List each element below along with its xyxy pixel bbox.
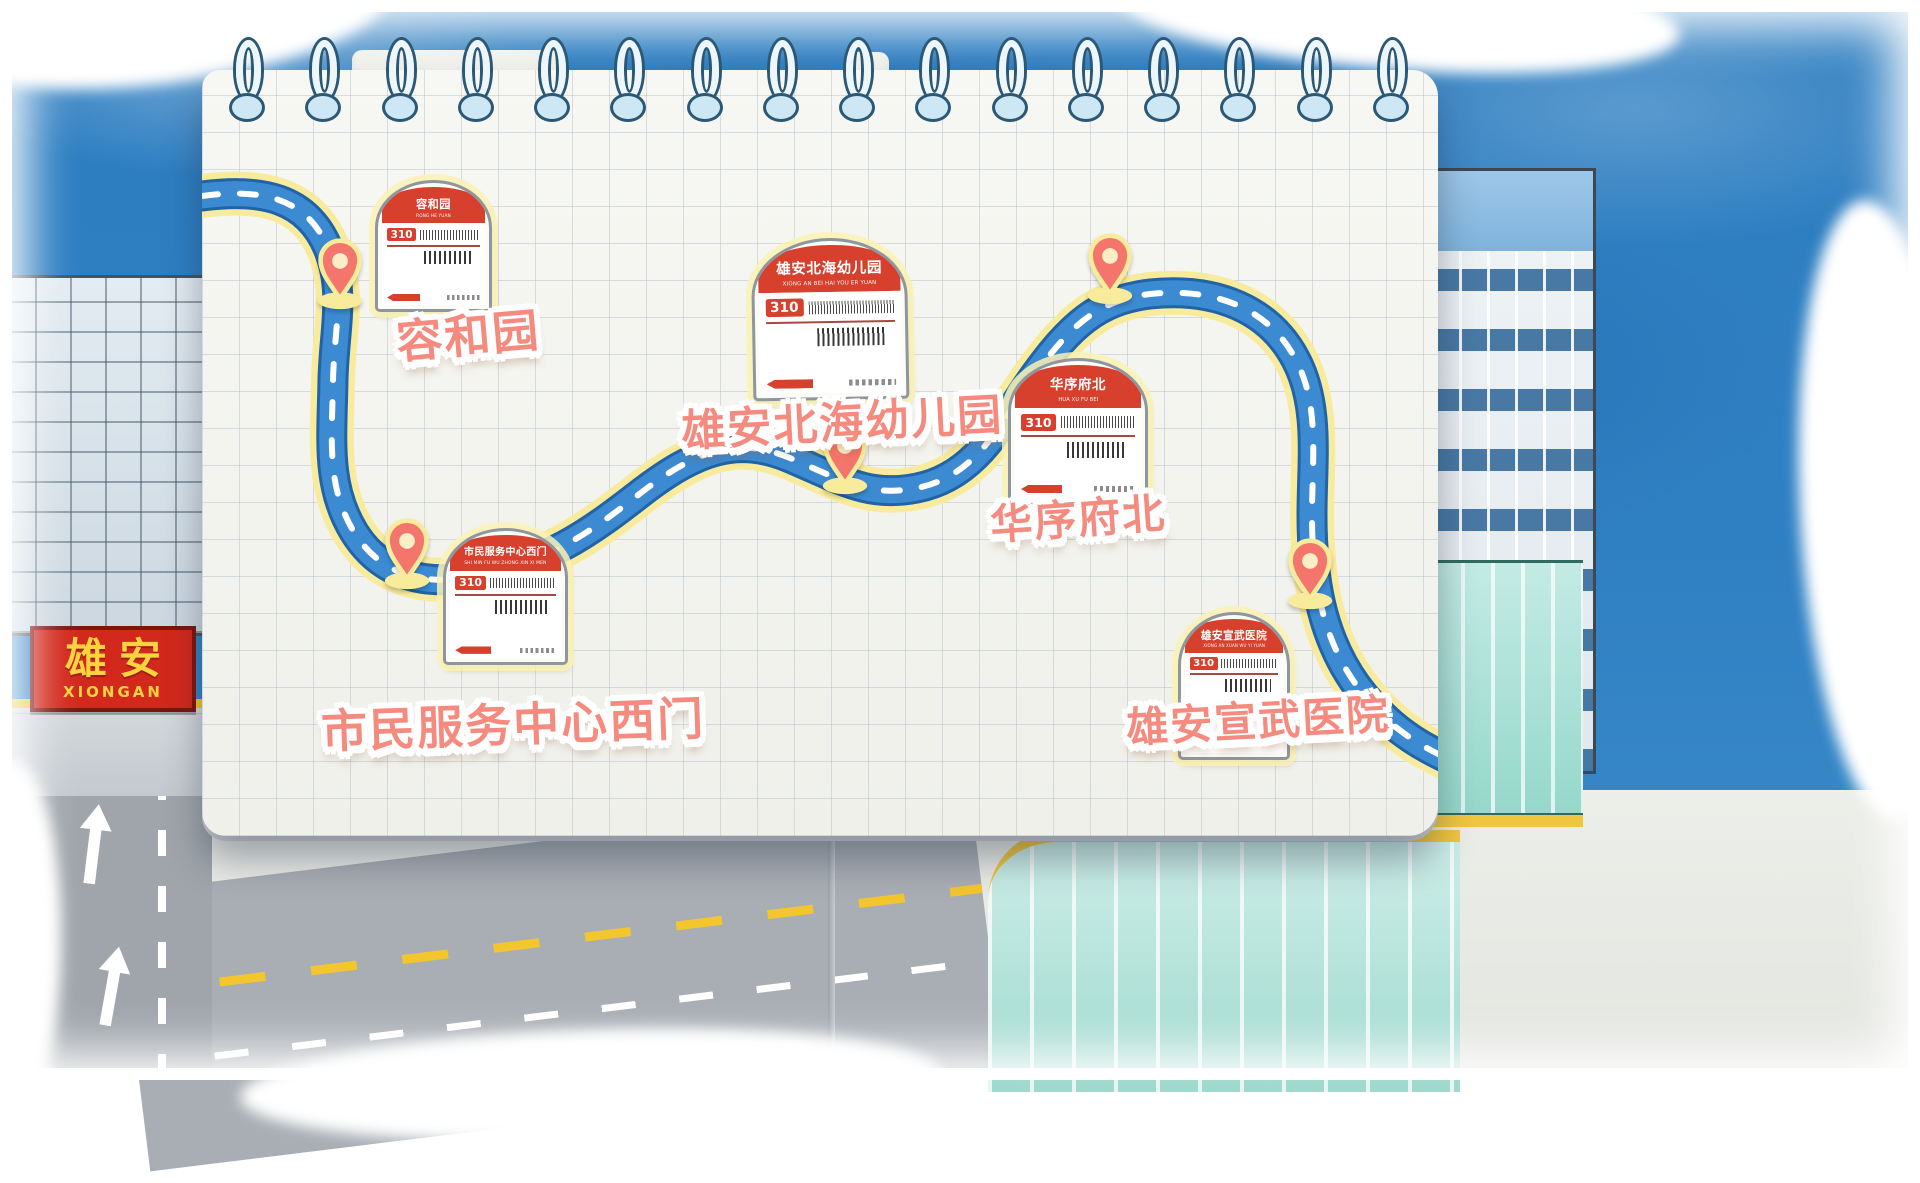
fine-print-strip xyxy=(519,647,556,653)
barcode-block xyxy=(817,327,885,346)
stop-name-pinyin: SHI MIN FU WU ZHONG XIN XI MEN xyxy=(464,560,547,566)
stop-label-huaxufubei: 华序府北 xyxy=(988,488,1168,550)
barcode-strip xyxy=(490,577,556,589)
stop-sign-header: 容和园 RONG HE YUAN xyxy=(382,187,485,224)
bus-stop-sign-shimin: 市民服务中心西门 SHI MIN FU WU ZHONG XIN XI MEN … xyxy=(443,528,568,665)
bus-stop-sign-xuanwu: 雄安宣武医院 XIONG AN XUAN WU YI YUAN 310 xyxy=(1178,612,1290,760)
stop-name-cn: 雄安宣武医院 xyxy=(1200,629,1268,643)
billboard-en-text: XIONGAN xyxy=(63,682,163,701)
fine-print-strip xyxy=(1093,486,1135,492)
route-number-badge: 310 xyxy=(1189,657,1218,670)
barcode-block xyxy=(1066,441,1126,458)
route-number-badge: 310 xyxy=(387,227,417,242)
stop-name-cn: 雄安北海幼儿园 xyxy=(776,258,883,278)
barcode-strip xyxy=(1221,658,1279,669)
barcode-strip xyxy=(1060,416,1135,429)
stop-label-shimin: 市民服务中心西门 xyxy=(320,691,706,759)
glass-building-right xyxy=(1428,560,1583,827)
stop-name-cn: 容和园 xyxy=(416,198,451,211)
notebook-paper-map: 容和园 RONG HE YUAN 310 雄安北海幼儿园 XIONG AN BE… xyxy=(202,70,1438,836)
bus-stop-sign-rongheyuan: 容和园 RONG HE YUAN 310 xyxy=(375,180,492,312)
fine-print-strip xyxy=(446,295,480,300)
location-pin-icon xyxy=(379,516,435,590)
red-arrow-icon xyxy=(387,294,421,301)
stop-sign-header: 华序府北 HUA XU FU BEI xyxy=(1015,365,1141,409)
bus-stop-sign-huaxufubei: 华序府北 HUA XU FU BEI 310 xyxy=(1008,358,1148,505)
location-pin-icon xyxy=(312,236,368,310)
bus-stop-sign-beihai: 雄安北海幼儿园 XIONG AN BEI HAI YOU ER YUAN 310 xyxy=(750,236,910,402)
red-arrow-icon xyxy=(455,646,492,654)
stop-name-pinyin: HUA XU FU BEI xyxy=(1057,396,1099,403)
xiongan-billboard: 雄安 XIONGAN xyxy=(30,626,196,712)
lamp-pole xyxy=(828,826,835,1080)
stop-name-pinyin: RONG HE YUAN xyxy=(416,213,451,219)
location-pin-icon xyxy=(1282,536,1338,610)
stop-name-cn: 华序府北 xyxy=(1050,378,1106,394)
stop-name-pinyin: XIONG AN XUAN WU YI YUAN xyxy=(1203,643,1265,649)
barcode-block xyxy=(495,600,548,615)
location-pin-icon xyxy=(817,421,873,495)
barcode-strip xyxy=(420,229,480,240)
stop-label-rongheyuan: 容和园 xyxy=(394,302,543,370)
stop-sign-header: 雄安北海幼儿园 XIONG AN BEI HAI YOU ER YUAN xyxy=(757,243,901,294)
glass-building-bottom-right xyxy=(988,830,1460,1092)
red-arrow-icon xyxy=(1021,484,1063,494)
road-arrow-icon xyxy=(73,802,115,885)
stop-sign-header: 雄安宣武医院 XIONG AN XUAN WU YI YUAN xyxy=(1185,619,1283,653)
barcode-block xyxy=(424,250,473,265)
building-left xyxy=(0,275,215,636)
route-number-badge: 310 xyxy=(455,575,486,591)
stop-sign-header: 市民服务中心西门 SHI MIN FU WU ZHONG XIN XI MEN xyxy=(450,535,561,571)
wall-left xyxy=(0,704,212,796)
billboard-cn-text: 雄安 xyxy=(64,633,173,683)
stop-name-pinyin: XIONG AN BEI HAI YOU ER YUAN xyxy=(782,278,877,287)
route-number-badge: 310 xyxy=(765,298,804,318)
road-arrow-icon xyxy=(89,944,134,1028)
red-arrow-icon xyxy=(767,379,814,389)
road-left xyxy=(0,796,212,1080)
barcode-block xyxy=(1225,678,1272,692)
route-number-badge: 310 xyxy=(1021,413,1057,431)
barcode-strip xyxy=(808,299,895,315)
lane-dash-line xyxy=(158,796,166,1080)
location-pin-icon xyxy=(1082,231,1138,305)
stop-name-cn: 市民服务中心西门 xyxy=(464,546,547,558)
